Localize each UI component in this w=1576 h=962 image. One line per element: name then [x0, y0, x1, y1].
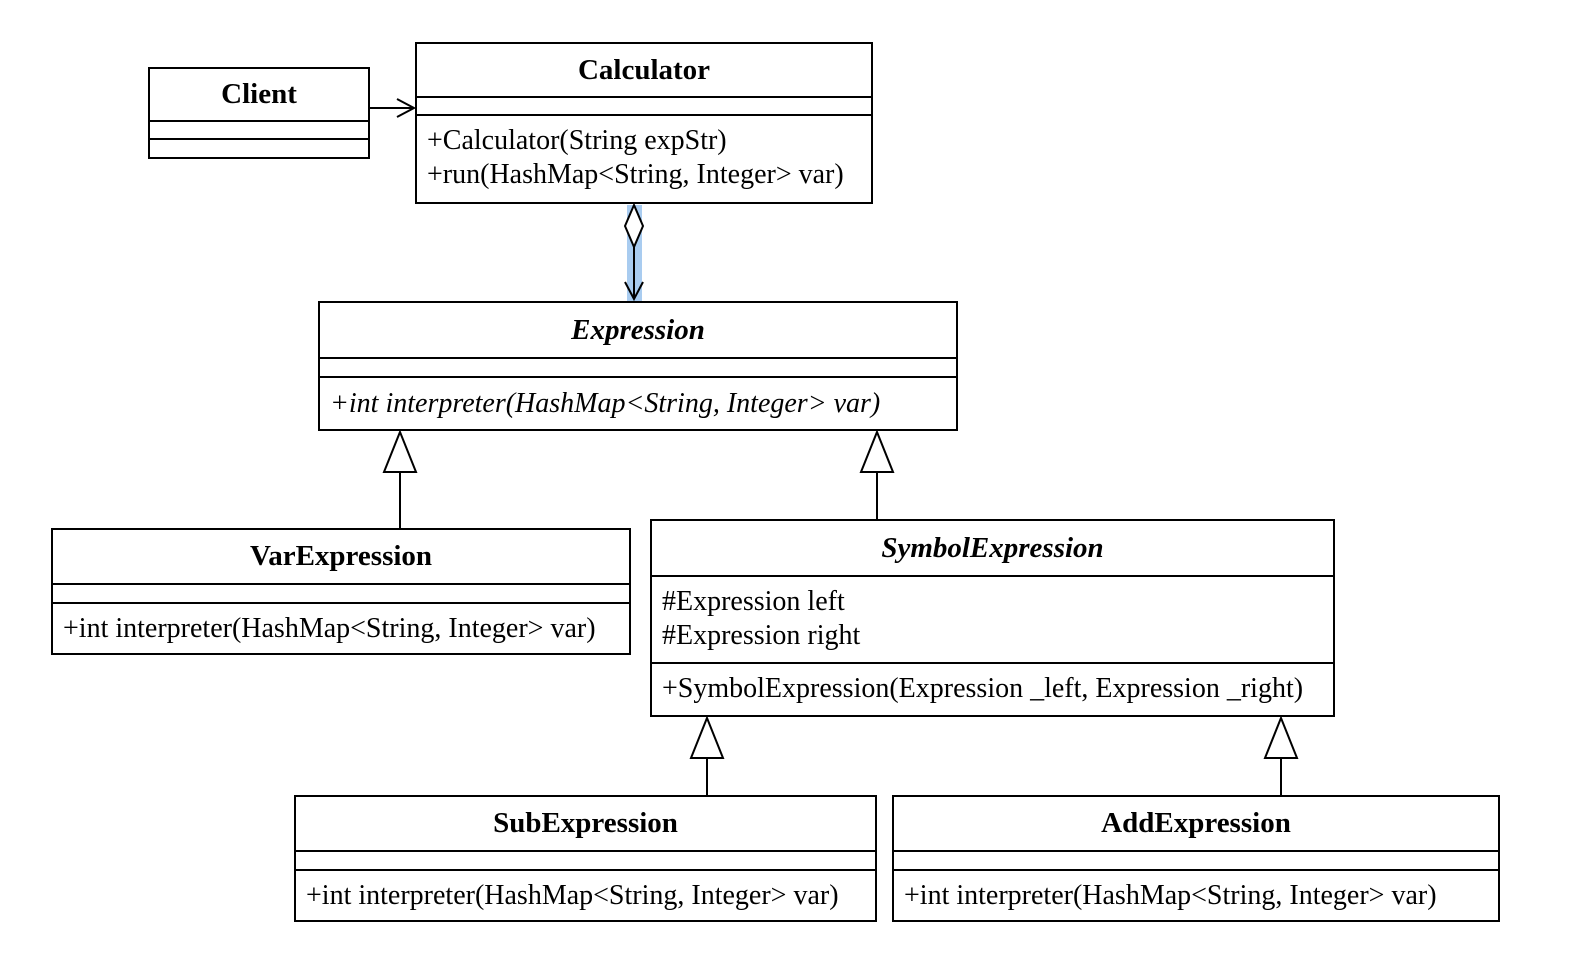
methods-compartment: +int interpreter(HashMap<String, Integer…	[320, 376, 956, 421]
dependency-arrow-client-calculator	[370, 98, 417, 118]
class-expression[interactable]: Expression +int interpreter(HashMap<Stri…	[318, 301, 958, 431]
class-name: VarExpression	[249, 540, 433, 572]
generalization-symbol-expression	[859, 429, 895, 520]
generalization-sub-expression	[689, 715, 725, 795]
aggregation-calculator-expression	[623, 202, 645, 302]
method-item: +int interpreter(HashMap<String, Integer…	[306, 880, 839, 911]
attributes-compartment	[417, 96, 871, 114]
method-item: +int interpreter(HashMap<String, Integer…	[904, 880, 1437, 911]
class-name: Expression	[571, 313, 705, 346]
generalization-add-expression	[1263, 715, 1299, 795]
attributes-compartment	[53, 583, 629, 602]
method-item: +run(HashMap<String, Integer> var)	[427, 159, 844, 190]
generalization-var-expression	[382, 429, 418, 528]
methods-compartment: +int interpreter(HashMap<String, Integer…	[296, 869, 875, 913]
class-name: Client	[221, 78, 297, 110]
class-name: SymbolExpression	[881, 531, 1104, 564]
method-item: +int interpreter(HashMap<String, Integer…	[330, 388, 881, 419]
attribute-item: #Expression right	[662, 620, 861, 651]
attributes-compartment	[320, 357, 956, 376]
class-name: AddExpression	[1101, 807, 1291, 839]
attributes-compartment	[894, 850, 1498, 869]
attribute-item: #Expression left	[662, 586, 845, 617]
class-calculator[interactable]: Calculator +Calculator(String expStr) +r…	[415, 42, 873, 204]
methods-compartment: +int interpreter(HashMap<String, Integer…	[894, 869, 1498, 913]
class-client[interactable]: Client	[148, 67, 370, 159]
method-item: +Calculator(String expStr)	[427, 125, 727, 156]
method-item: +int interpreter(HashMap<String, Integer…	[63, 613, 596, 644]
class-name: Calculator	[577, 53, 711, 86]
class-var-expression[interactable]: VarExpression +int interpreter(HashMap<S…	[51, 528, 631, 655]
class-sub-expression[interactable]: SubExpression +int interpreter(HashMap<S…	[294, 795, 877, 922]
class-add-expression[interactable]: AddExpression +int interpreter(HashMap<S…	[892, 795, 1500, 922]
attributes-compartment: #Expression left #Expression right	[652, 575, 1333, 662]
attributes-compartment	[150, 120, 368, 138]
class-symbol-expression[interactable]: SymbolExpression #Expression left #Expre…	[650, 519, 1335, 717]
method-item: +SymbolExpression(Expression _left, Expr…	[662, 673, 1304, 704]
class-name: SubExpression	[493, 807, 678, 839]
methods-compartment: +int interpreter(HashMap<String, Integer…	[53, 602, 629, 646]
methods-compartment: +Calculator(String expStr) +run(HashMap<…	[417, 114, 871, 192]
attributes-compartment	[296, 850, 875, 869]
methods-compartment: +SymbolExpression(Expression _left, Expr…	[652, 662, 1333, 706]
methods-compartment	[150, 138, 368, 155]
